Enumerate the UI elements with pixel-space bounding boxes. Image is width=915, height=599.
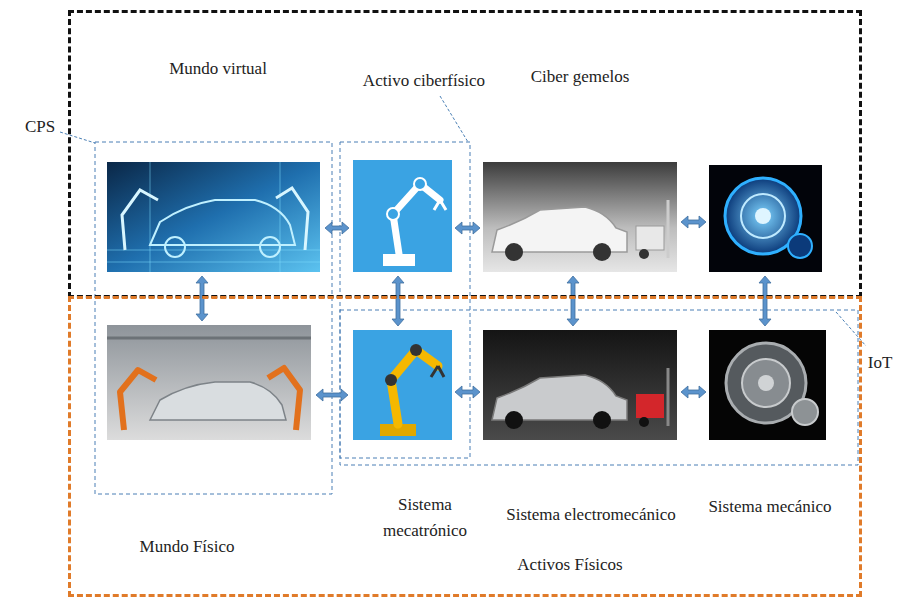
text-label: Sistema mecánico <box>708 496 831 518</box>
physical-robot-image <box>353 330 452 440</box>
robot-joint <box>410 344 422 356</box>
image-ground <box>107 325 311 440</box>
pump-ring <box>742 359 790 407</box>
cyber-pump-image <box>709 165 822 272</box>
double-arrow <box>759 276 771 326</box>
physical-pump-image <box>709 330 826 440</box>
forklift-body <box>636 394 664 418</box>
car-wheel <box>593 411 611 429</box>
forklift-mast <box>667 368 670 426</box>
cps-outline <box>95 142 332 494</box>
car-wheel <box>593 243 611 261</box>
forklift-wheel <box>639 417 649 427</box>
image-ground <box>709 165 822 272</box>
factory-robot <box>120 370 156 430</box>
cyber-asset-outline <box>340 142 470 458</box>
image-ground <box>709 330 826 440</box>
forklift-wheel <box>639 249 649 259</box>
double-arrow <box>325 222 349 234</box>
text-label: Sistema mecatrónico <box>375 492 475 544</box>
region-box: Mundo Físico <box>68 296 862 597</box>
cyber-robot-image <box>353 160 452 272</box>
region-title: Mundo Físico <box>140 536 235 558</box>
wireframe-robot <box>276 188 308 250</box>
double-arrow <box>567 276 579 326</box>
wireframe-wheel <box>260 237 280 257</box>
image-ground <box>483 330 677 440</box>
car-wheel <box>505 411 523 429</box>
text-label: Sistema electromecánico <box>506 504 675 526</box>
double-arrows <box>196 216 771 401</box>
wire-grid <box>107 162 320 272</box>
text-label: Activos Físicos <box>517 554 622 576</box>
text-label: IoT <box>868 352 893 374</box>
pump-hub <box>758 375 774 391</box>
image-ground <box>353 160 452 272</box>
forklift-body <box>636 226 664 250</box>
forklift-mast <box>667 200 670 258</box>
robot-gripper <box>431 366 444 377</box>
robot-arm <box>393 184 440 254</box>
pump-port <box>788 234 812 258</box>
physical-car-image <box>483 330 677 440</box>
text-label: Activo ciberfísico <box>363 70 485 92</box>
double-arrow <box>316 389 348 401</box>
pump-ring <box>741 194 785 238</box>
wireframe-wheel <box>165 237 185 257</box>
double-arrow <box>392 276 404 326</box>
pump-hub <box>755 208 771 224</box>
robot-joint <box>414 178 426 190</box>
image-ground <box>107 162 320 272</box>
car-frame <box>150 382 286 420</box>
double-arrow <box>455 222 480 234</box>
robot-joint <box>385 374 397 386</box>
image-ground <box>483 162 677 272</box>
iot-outline <box>340 310 858 465</box>
region-box: Mundo virtual <box>68 10 862 298</box>
leader-line <box>60 132 95 143</box>
text-label: Ciber gemelos <box>531 66 630 88</box>
region-title: Mundo virtual <box>169 58 267 80</box>
leader-line <box>440 96 468 142</box>
physical-factory-image <box>107 325 311 440</box>
factory-robot <box>268 368 300 430</box>
double-arrow <box>681 386 706 398</box>
robot-joint <box>387 208 399 220</box>
virtual-factory-image <box>107 162 320 272</box>
factory-beam <box>107 337 311 340</box>
car-wheel <box>505 243 523 261</box>
image-ground <box>353 330 452 440</box>
wireframe-robot <box>122 190 158 250</box>
text-label: CPS <box>25 116 55 138</box>
double-arrow <box>681 216 706 228</box>
double-arrow <box>455 386 480 398</box>
pump-port <box>792 399 818 425</box>
cyber-car-image <box>483 162 677 272</box>
robot-arm <box>391 350 438 424</box>
robot-gripper <box>434 200 446 210</box>
